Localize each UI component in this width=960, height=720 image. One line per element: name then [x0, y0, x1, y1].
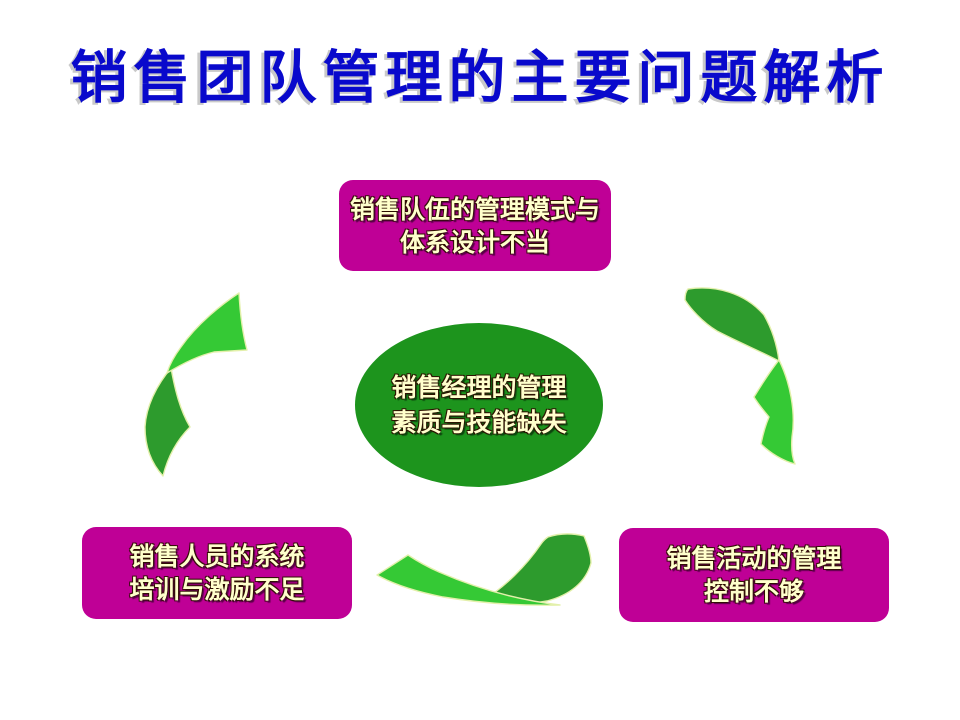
arrow-head-shape — [376, 554, 561, 606]
cycle-arrow-down-icon — [684, 287, 796, 465]
bottom-left-problem-box: 销售人员的系统 培训与激励不足 — [82, 527, 352, 619]
bottom-left-problem-line-2: 培训与激励不足 — [129, 575, 305, 604]
arrow-tail-shape — [481, 533, 592, 605]
center-ellipse-line-2: 素质与技能缺失 — [391, 408, 567, 437]
bottom-right-problem-line-1: 销售活动的管理 — [666, 544, 842, 573]
slide-title: 销售团队管理的主要问题解析 — [70, 45, 890, 111]
bottom-right-problem-line-2: 控制不够 — [703, 577, 804, 606]
center-ellipse-line-1: 销售经理的管理 — [391, 373, 567, 402]
bottom-right-problem-box: 销售活动的管理 控制不够 — [619, 528, 889, 622]
cycle-arrow-up-icon — [144, 292, 248, 477]
cycle-arrow-left-icon — [376, 533, 592, 606]
arrow-head-shape — [166, 292, 248, 374]
top-problem-line-2: 体系设计不当 — [399, 227, 550, 257]
top-problem-line-1: 销售队伍的管理模式与 — [349, 194, 600, 224]
arrow-head-shape — [753, 359, 796, 465]
top-problem-box: 销售队伍的管理模式与 体系设计不当 — [339, 180, 611, 271]
center-ellipse: 销售经理的管理 素质与技能缺失 — [355, 323, 603, 487]
arrow-tail-shape — [144, 367, 191, 477]
arrow-tail-shape — [684, 287, 780, 362]
bottom-left-problem-line-1: 销售人员的系统 — [129, 542, 305, 571]
